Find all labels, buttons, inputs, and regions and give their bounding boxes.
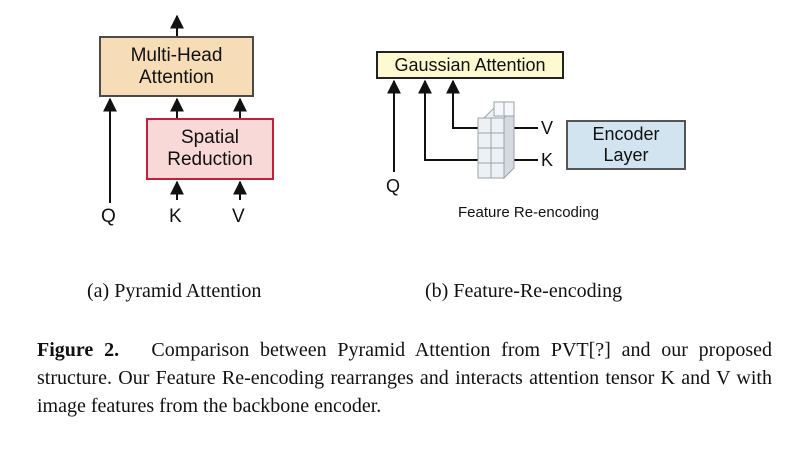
figure-caption-text: Comparison between Pyramid Attention fro…: [37, 339, 772, 417]
q-label-right: Q: [386, 176, 401, 196]
multi-head-attention-box: Multi-Head Attention: [99, 36, 254, 97]
v-label-right: V: [541, 118, 554, 138]
feature-tensor-icon: [477, 101, 516, 180]
encoder-layer-box: Encoder Layer: [566, 120, 686, 170]
figure-label: Figure 2.: [37, 339, 120, 361]
spatial-reduction-box: Spatial Reduction: [146, 118, 274, 180]
subcaption-b: (b) Feature-Re-encoding: [425, 280, 623, 302]
k-label-left: K: [169, 206, 182, 227]
v-label-left: V: [232, 206, 245, 227]
k-path: [418, 79, 484, 161]
feature-reencoding-label: Feature Re-encoding: [458, 204, 599, 221]
gaussian-attention-box: Gaussian Attention: [376, 51, 564, 79]
k-label-right: K: [541, 150, 554, 170]
v-path: [446, 79, 484, 129]
figure-caption: Figure 2. Comparison between Pyramid Att…: [37, 336, 772, 420]
q-label-left: Q: [101, 206, 116, 227]
subcaption-a: (a) Pyramid Attention: [87, 280, 262, 302]
